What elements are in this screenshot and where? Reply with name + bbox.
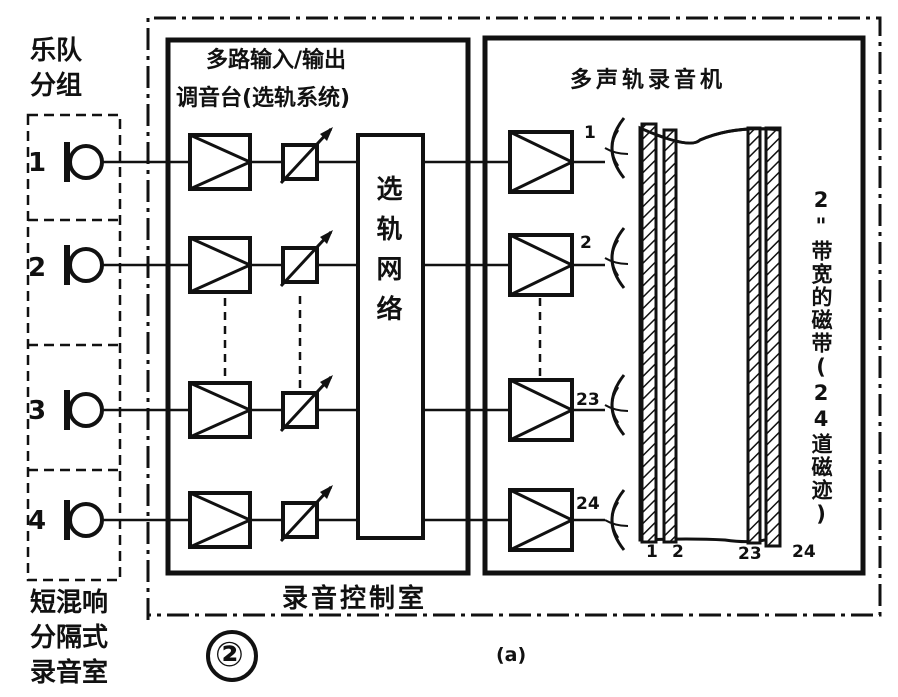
amplifier-1-triangle [189,133,254,191]
amplifier-3-triangle [189,381,254,439]
recorder-amp-1-triangle [509,130,576,194]
mic-1-icon [68,144,104,180]
record-head-3-inner [610,386,620,424]
channel-ellipsis-connectors [223,296,542,395]
record-head-2-outer [610,227,626,289]
record-head-3-gap [604,404,629,412]
record-head-1-outer [610,117,626,179]
routing-matrix-box [356,133,425,540]
head-label-1: 1 [584,123,596,143]
recorder-amp-1 [508,130,574,194]
recorder-amp-2 [508,233,574,297]
amplifier-4 [188,491,252,549]
figure-number: ② [215,635,244,675]
recorder-title: 多声轨录音机 [570,68,727,93]
record-head-4-outer [610,489,626,551]
fader-4-arrow [279,485,333,543]
mixer-title-line1: 多路输入/输出 [206,48,347,73]
mic-3-icon [68,392,104,428]
band-title-line1: 乐队 [30,36,83,66]
tape-label: 2"带宽的磁带(24道磁迹) [809,188,833,528]
routing-matrix-label: 选轨网络 [372,175,402,335]
mic-label-3: 3 [28,396,47,426]
record-head-4-gap [604,519,629,527]
fader-2-arrow [279,230,333,288]
record-head-1-gap [604,147,629,155]
fader-1-arrowhead [320,127,333,141]
studio-booths [26,113,122,582]
fader-1-arrow [279,127,333,185]
magnetic-tape [638,122,782,548]
recorder-box [482,35,866,576]
recorder-amp-3-triangle [509,378,576,442]
fader-3-arrowhead [320,375,333,389]
tape-track-label-1: 1 [646,542,658,562]
studio-label-line3: 录音室 [30,658,109,688]
mic-label-1: 1 [28,148,47,178]
tape-track-label-4: 24 [792,542,816,562]
record-head-2-inner [610,239,620,277]
band-title-line2: 分组 [30,71,83,101]
recorder-amp-2-triangle [509,233,576,297]
amplifier-2-triangle [189,236,254,294]
tape-track-24 [764,126,782,548]
recorder-amp-3 [508,378,574,442]
tape-track-23 [746,126,762,545]
studio-label-line1: 短混响 [30,588,109,618]
record-head-1-inner [610,129,620,167]
record-head-3-outer [610,374,626,436]
tape-track-label-2: 2 [672,542,684,562]
figure-number-circle [206,630,258,682]
head-label-2: 2 [580,233,592,253]
recorder-amp-4-triangle [509,488,576,552]
head-label-3: 23 [576,390,600,410]
amplifier-4-triangle [189,491,254,549]
tape-track-label-3: 23 [738,544,762,564]
mixer-title-line2: 调音台(选轨系统) [176,86,351,111]
mixer-box [165,37,471,576]
fader-4-arrowhead [320,485,333,499]
record-head-4-inner [610,501,620,539]
amplifier-2 [188,236,252,294]
tape-track-1 [640,122,658,544]
head-label-4: 24 [576,494,600,514]
control-room-boundary [146,16,882,620]
recorder-amp-4 [508,488,574,552]
mic-label-4: 4 [28,506,47,536]
record-head-2-gap [604,257,629,265]
mic-2-icon [68,247,104,283]
fader-3-arrow [279,375,333,433]
studio-label-line2: 分隔式 [30,623,109,653]
amplifier-1 [188,133,252,191]
caption: (a) [496,644,527,666]
mic-4-icon [68,502,104,538]
control-room-label: 录音控制室 [282,584,428,614]
tape-track-2 [662,128,678,544]
mic-label-2: 2 [28,253,47,283]
amplifier-3 [188,381,252,439]
fader-2-arrowhead [320,230,333,244]
